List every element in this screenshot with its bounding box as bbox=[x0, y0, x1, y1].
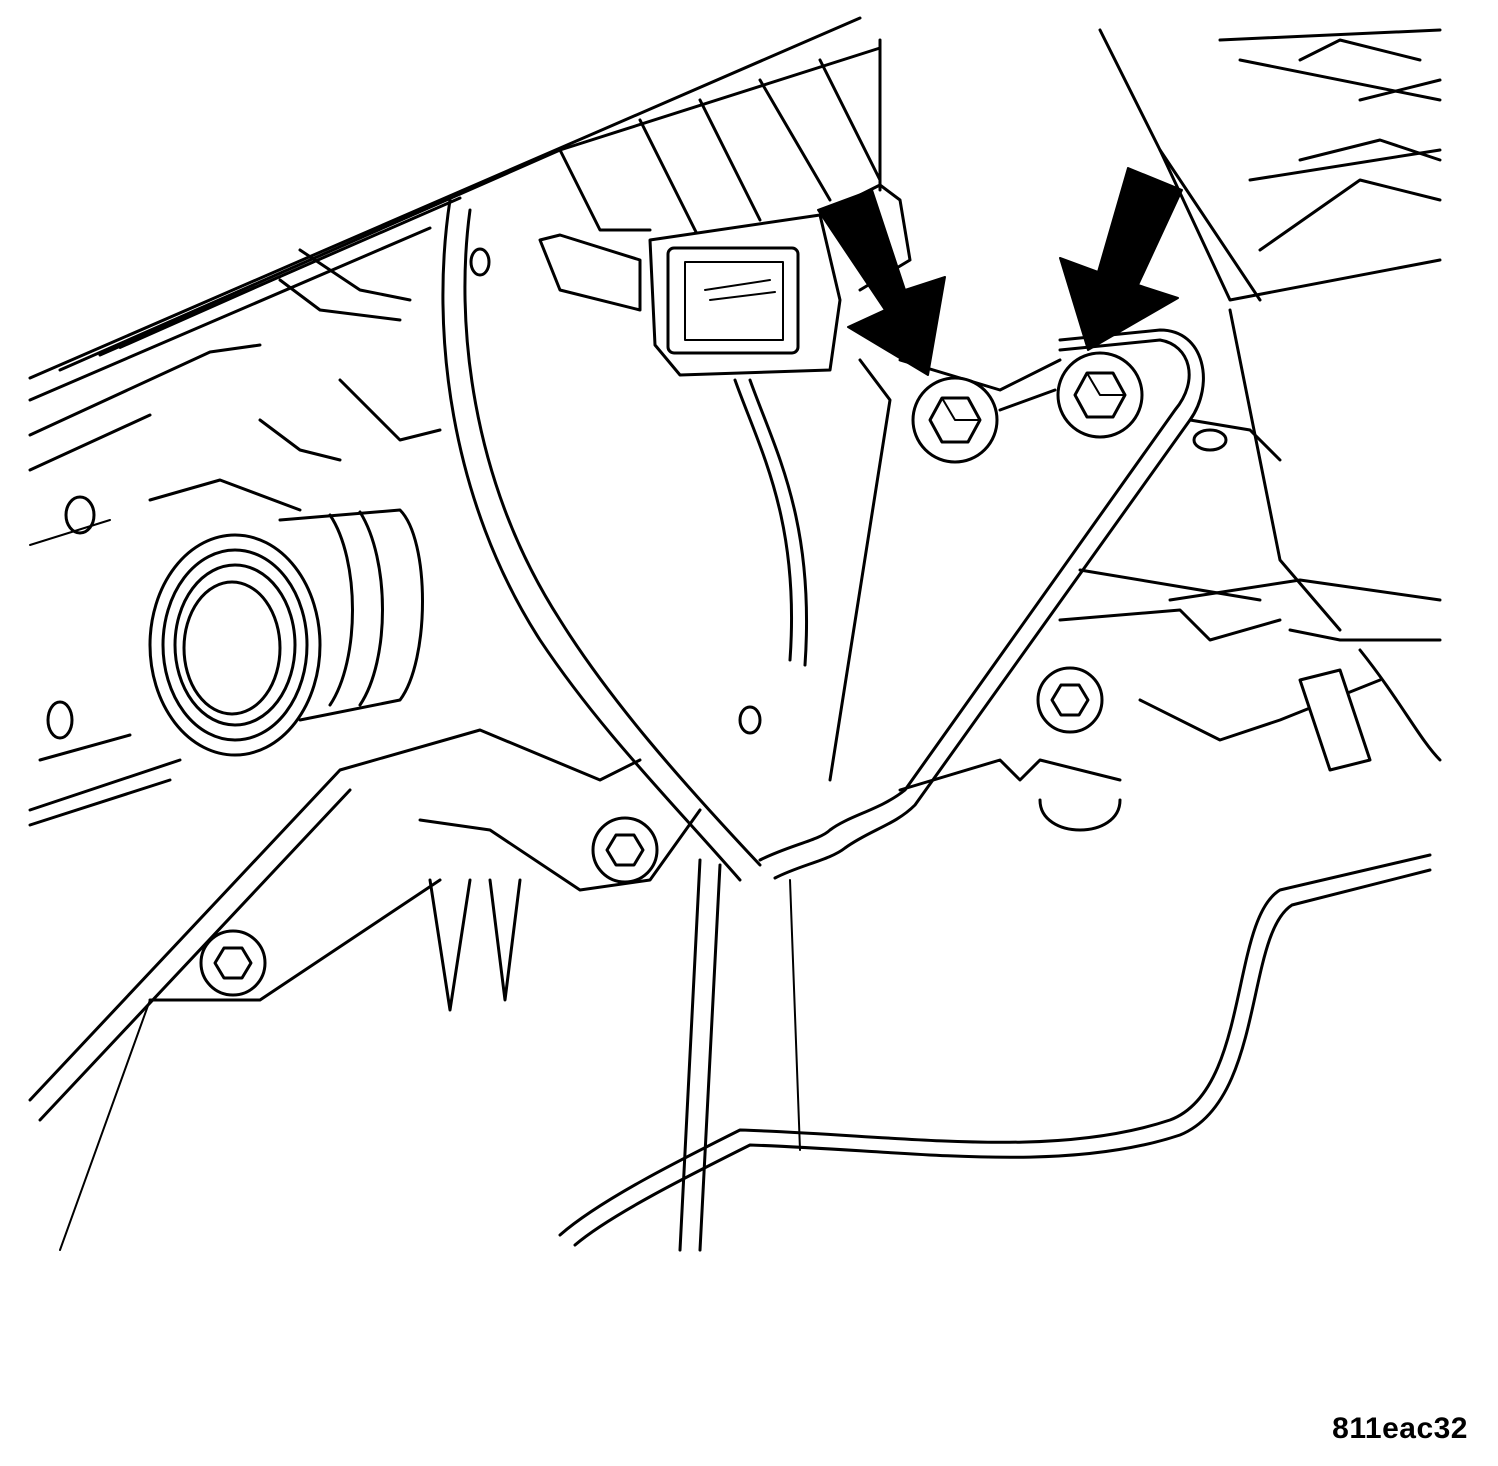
arrow-left bbox=[817, 189, 946, 376]
curved-bracket bbox=[441, 198, 762, 882]
bracket-bolts bbox=[911, 351, 1144, 464]
arrow-right bbox=[1059, 167, 1183, 351]
triangular-gasket bbox=[758, 328, 1205, 880]
lower-bolts bbox=[199, 666, 1104, 997]
engine-housing-lines bbox=[28, 16, 882, 827]
shaft-housing bbox=[46, 478, 424, 757]
pointer-arrows bbox=[817, 167, 1183, 376]
lower-case bbox=[28, 568, 1432, 1252]
right-housing bbox=[1098, 28, 1442, 772]
figure-id-label: 811eac32 bbox=[1332, 1412, 1468, 1445]
electrical-connector bbox=[538, 183, 912, 667]
